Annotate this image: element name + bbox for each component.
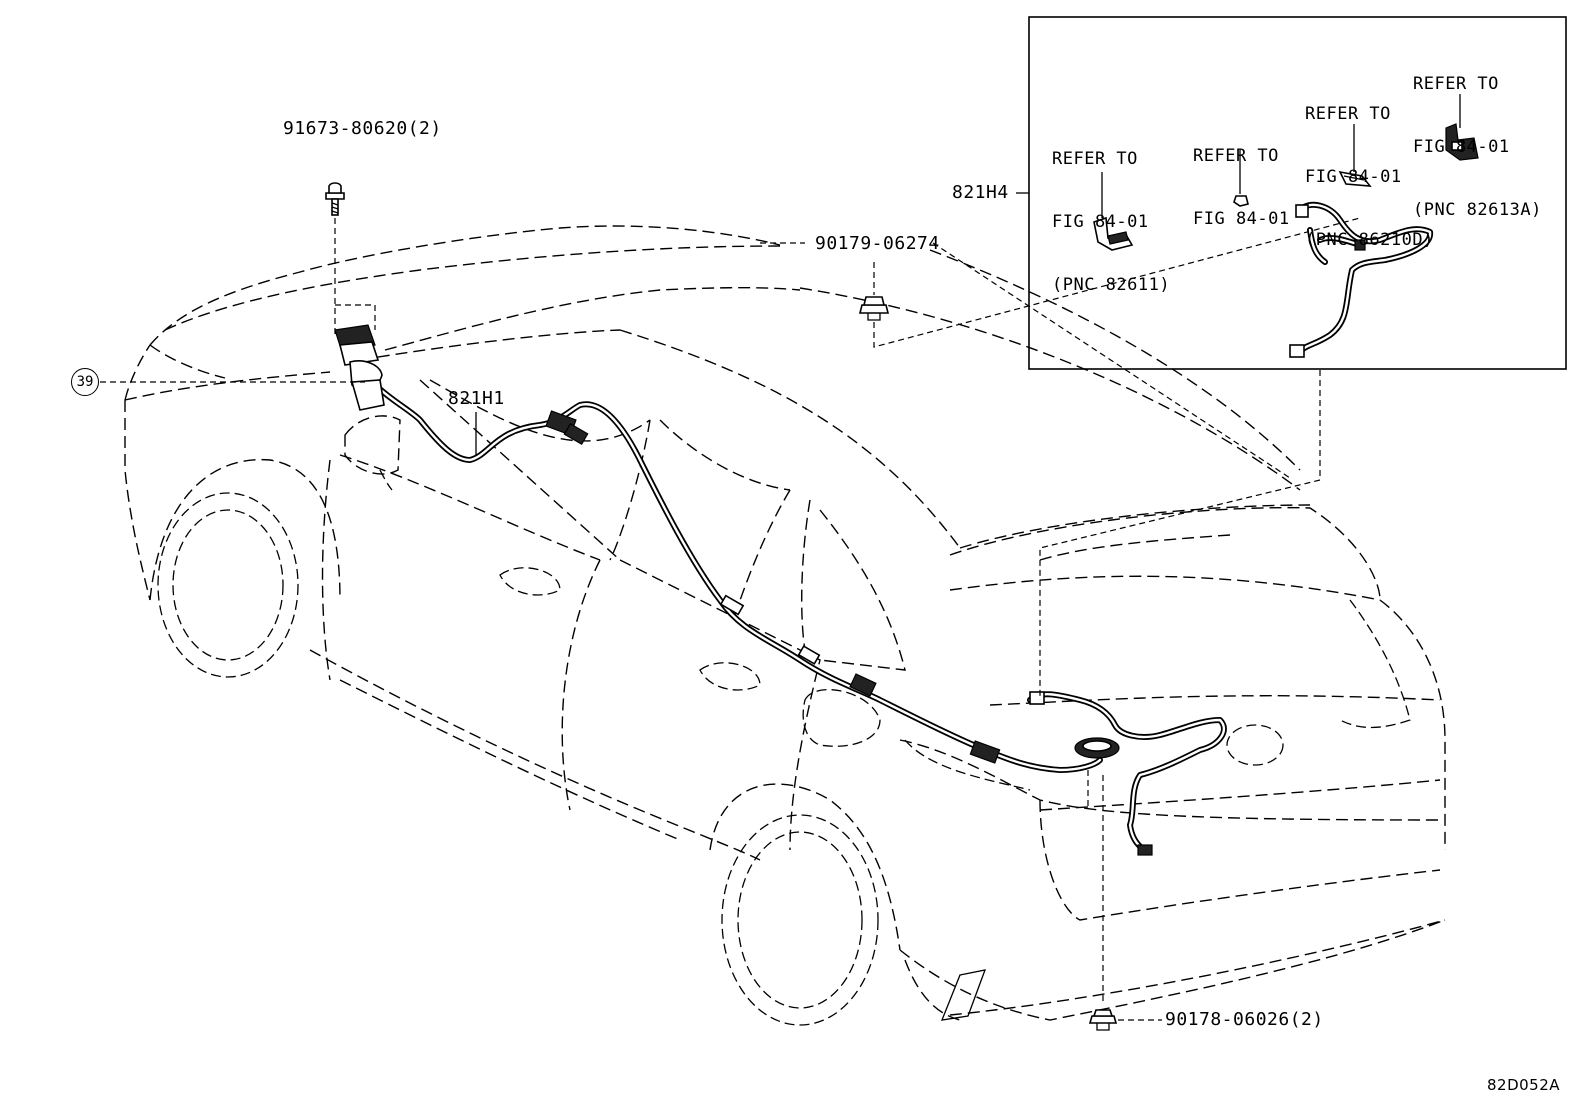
inset-sensor-86210D-icon [1338, 170, 1372, 187]
inset-clip-icon [1233, 195, 1249, 207]
inset-ref-82613A: REFER TO FIG 84-01 (PNC 82613A) [1413, 32, 1542, 242]
clip-90179-06274-icon [858, 296, 890, 321]
inset-ref-86210D: REFER TO FIG 84-01 (PNC 86210D) [1305, 62, 1434, 272]
inset-wire-harness-821H4-icon [1289, 201, 1433, 358]
callout-bolt: 91673-80620(2) [283, 118, 442, 139]
inset-ref-line: REFER TO [1413, 74, 1499, 94]
car-body-outline [124, 225, 1446, 1026]
figure-id: 82D052A [1487, 1076, 1561, 1094]
inset-ref-line: (PNC 82611) [1052, 275, 1171, 295]
callout-clip-roof: 90179-06274 [815, 233, 940, 254]
circled-ref-badge: 39 [71, 368, 99, 396]
inset-ref-line: FIG 84-01 [1052, 212, 1149, 232]
inset-ref-line: REFER TO [1052, 149, 1138, 169]
inset-ref-line: (PNC 86210D) [1305, 230, 1434, 250]
clip-90178-06026-icon [1088, 1009, 1118, 1031]
callout-clip-bottom: 90178-06026(2) [1165, 1009, 1324, 1030]
mirror-connector-assembly [334, 324, 385, 411]
leader-clip-to-inset [873, 217, 1361, 348]
wire-harness-821H1 [367, 377, 1103, 773]
inset-ref-clip: REFER TO FIG 84-01 [1193, 104, 1290, 251]
inset-ref-82611: REFER TO FIG 84-01 (PNC 82611) [1052, 107, 1170, 317]
inset-ref-line: FIG 84-01 [1305, 167, 1402, 187]
inset-ref-line: FIG 84-01 [1193, 209, 1290, 229]
callout-harness-front: 821H1 [448, 388, 505, 409]
inset-ref-line: (PNC 82613A) [1413, 200, 1542, 220]
leader-roof-right [932, 242, 1291, 479]
inset-bracket-82611-icon [1093, 216, 1134, 251]
callout-harness-rear: 821H4 [952, 182, 1009, 203]
inset-ref-line: REFER TO [1193, 146, 1279, 166]
wire-harness-821H4-installed [1027, 691, 1227, 856]
inset-ref-line: FIG 84-01 [1413, 137, 1510, 157]
leader-inset-to-hatch [1039, 370, 1321, 700]
inset-ref-line: REFER TO [1305, 104, 1391, 124]
leader-bolt-2 [335, 304, 376, 330]
bolt-91673-80620-icon [325, 182, 345, 216]
inset-connector-82613A-icon [1445, 123, 1479, 161]
